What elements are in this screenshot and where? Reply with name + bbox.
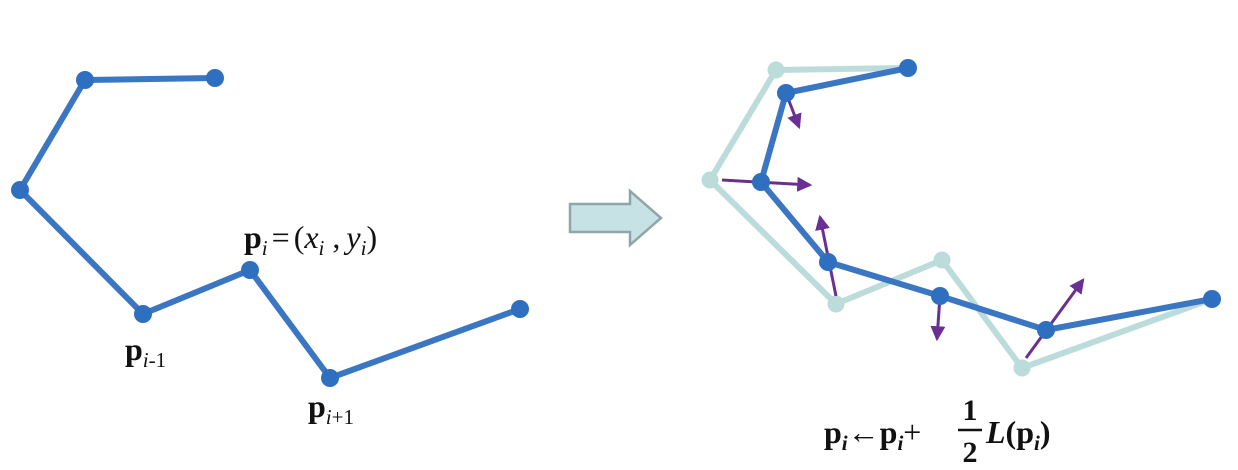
original-vertex-4	[134, 305, 152, 323]
original-vertex-7	[511, 300, 529, 318]
smoothed-vertex-2	[777, 84, 795, 102]
update-formula: pi←pi+ 1 2 L(pi)	[824, 394, 1051, 469]
displacement-arrow-5	[1024, 278, 1085, 359]
smoothed-vertex-7	[1203, 290, 1221, 308]
label-point-i: pi=(xi,yi)	[244, 219, 377, 260]
smoothed-polyline-group	[758, 65, 1215, 333]
ghost-vertex-4	[933, 251, 951, 269]
smoothed-vertex-1	[899, 59, 917, 77]
ghost-polyline-group	[701, 61, 1215, 377]
original-polyline-group	[11, 69, 529, 387]
formula-lhs: pi←pi+	[824, 414, 921, 455]
label-point-i-minus-1: pi-1	[125, 331, 166, 372]
smoothed-vertices	[752, 59, 1221, 339]
original-vertex-5	[241, 261, 259, 279]
smoothed-vertex-6	[1037, 321, 1055, 339]
original-vertex-2	[76, 71, 94, 89]
ghost-vertex-1	[767, 61, 785, 79]
smoothed-vertex-5	[931, 287, 949, 305]
formula-rhs: L(pi)	[985, 414, 1051, 455]
original-vertex-6	[321, 369, 339, 387]
smoothed-vertex-4	[819, 253, 837, 271]
right-arrow-icon	[568, 188, 663, 248]
ghost-vertex-2	[701, 171, 719, 189]
formula-numerator: 1	[963, 394, 978, 427]
ghost-vertex-3	[827, 295, 845, 313]
original-vertex-1	[206, 69, 224, 87]
original-polyline	[17, 75, 523, 381]
ghost-vertex-5	[1013, 359, 1031, 377]
smoothed-vertex-3	[752, 173, 770, 191]
ghost-polyline	[707, 65, 1215, 371]
original-vertex-3	[11, 181, 29, 199]
label-point-i-plus-1: pi+1	[308, 388, 354, 429]
formula-denominator: 2	[963, 436, 978, 469]
smoothed-polyline	[758, 65, 1215, 333]
